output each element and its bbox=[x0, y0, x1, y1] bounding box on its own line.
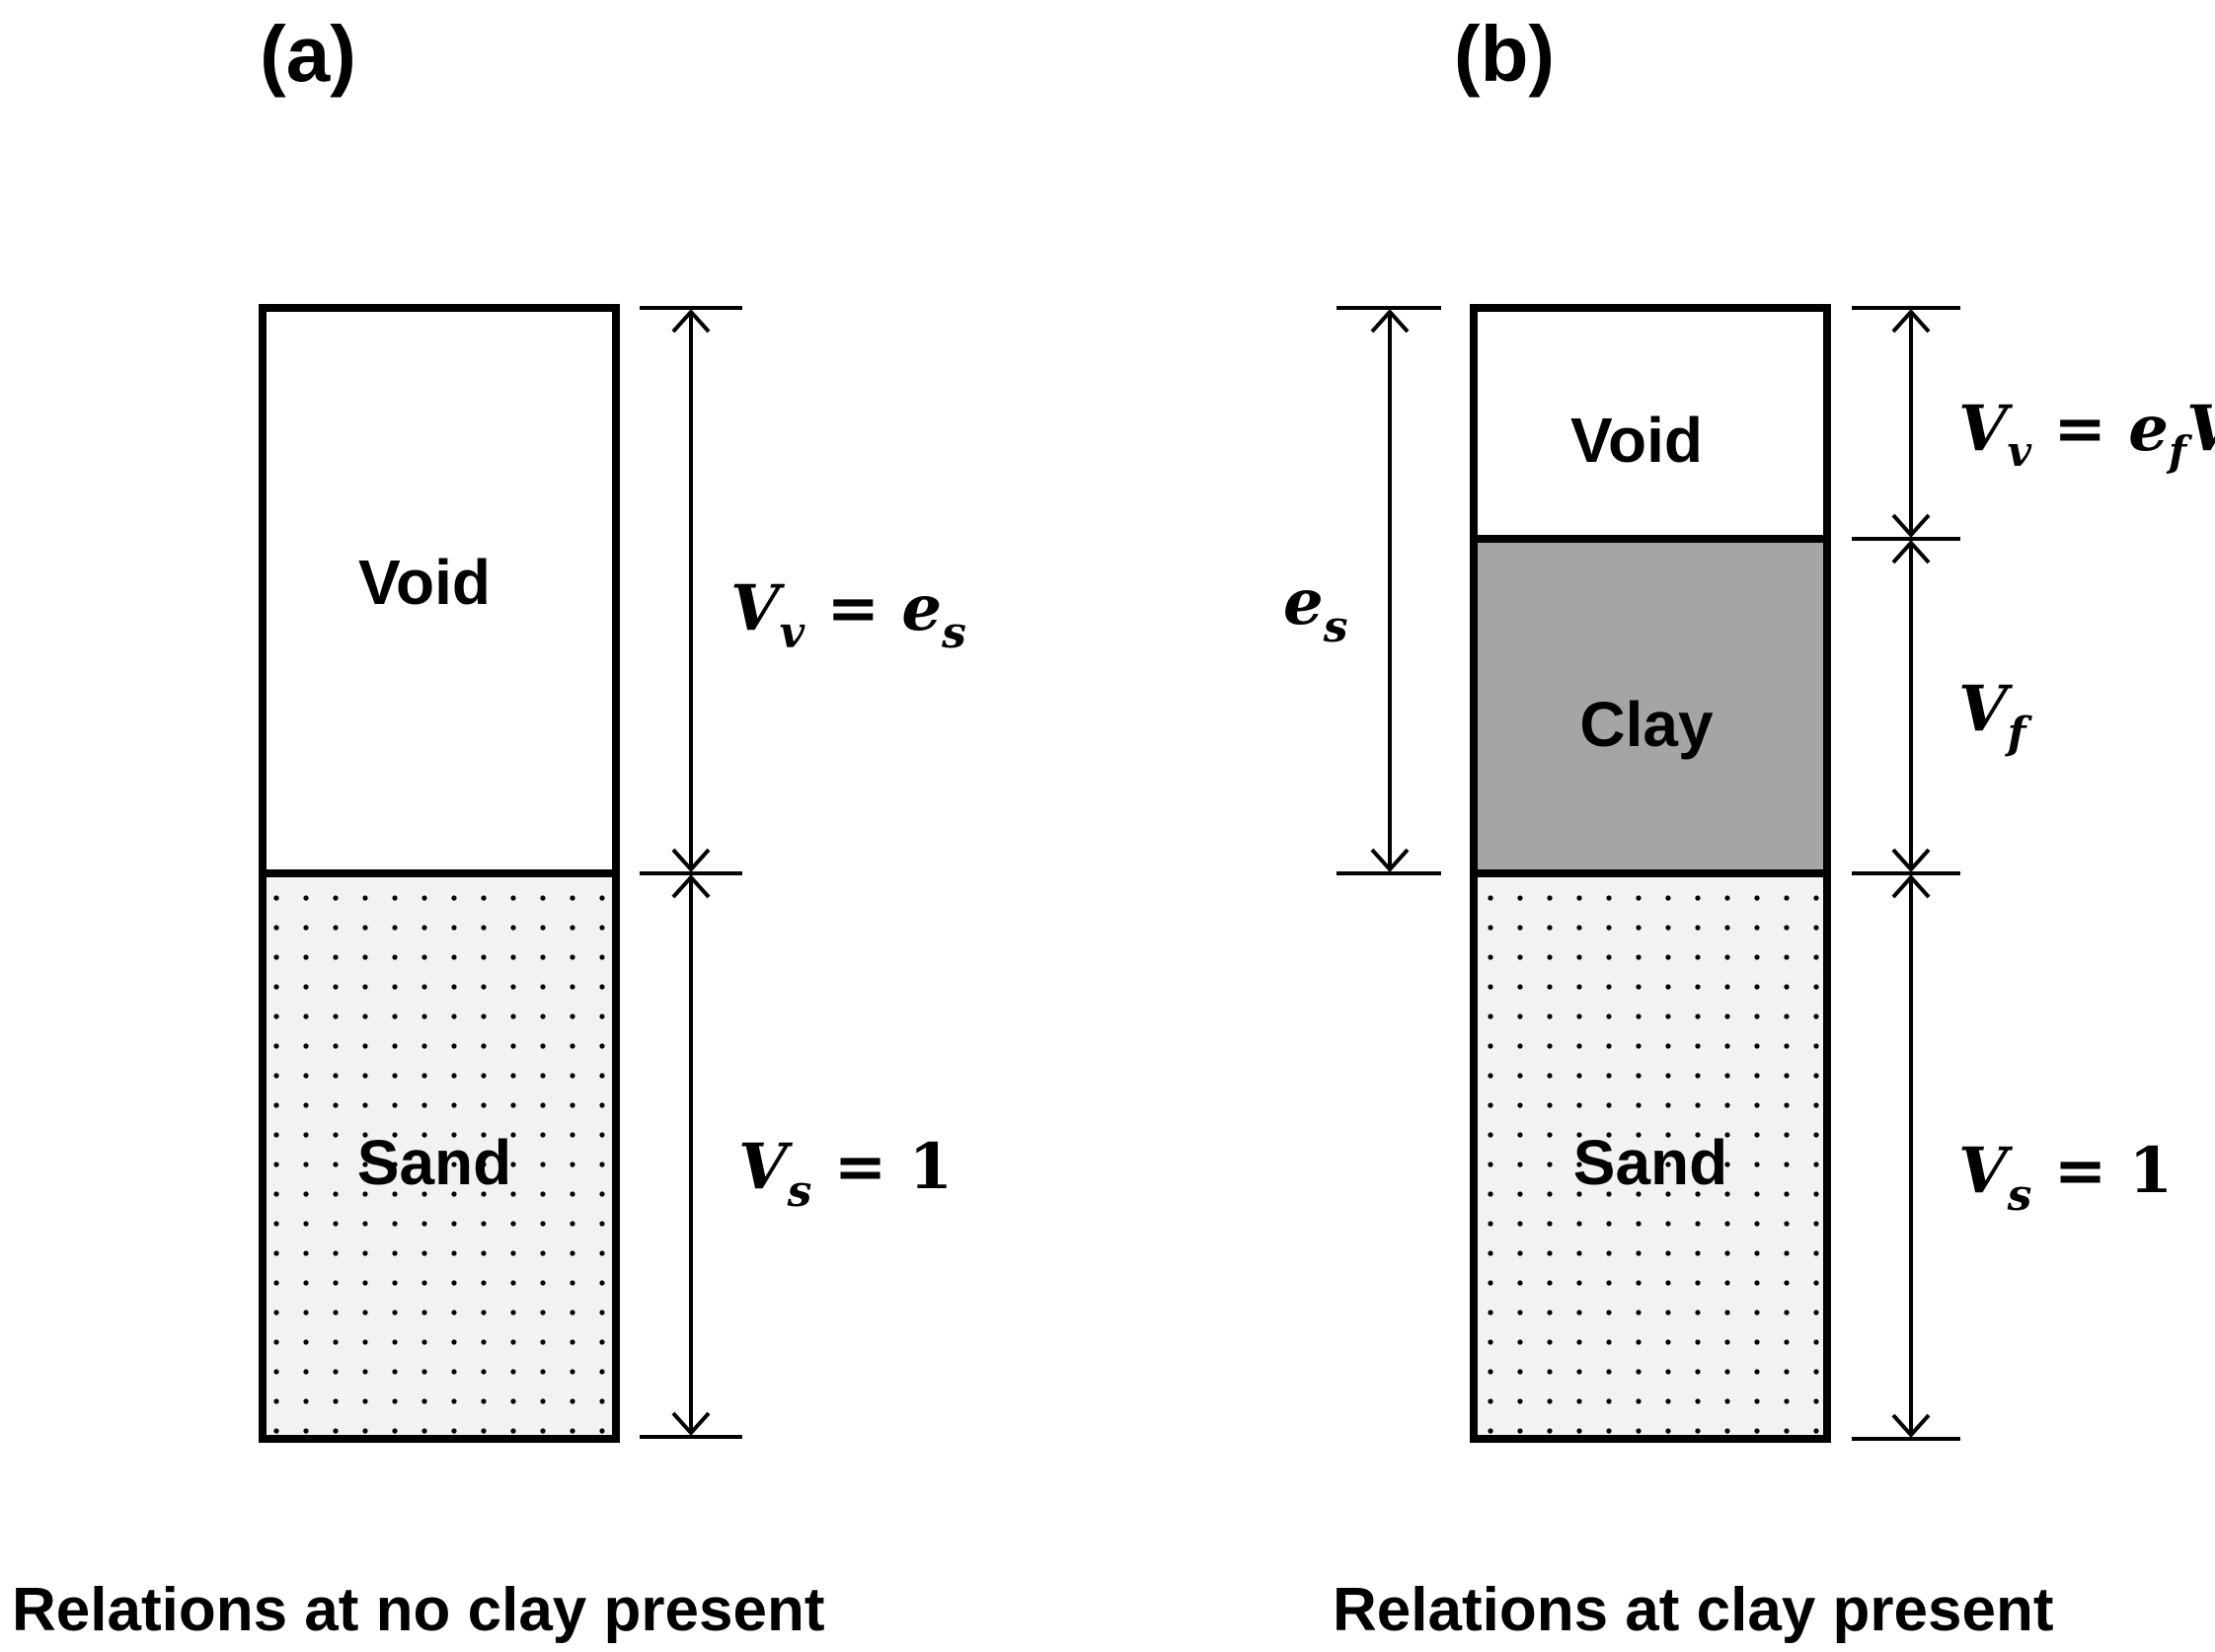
panel-a-sand-label: Sand bbox=[357, 1127, 511, 1198]
panel-b-clay-block bbox=[1470, 535, 1831, 877]
panel-a: (a) Void Sand Vv = es Vs = 1 Relations a… bbox=[12, 10, 966, 1644]
panel-a-label: (a) bbox=[260, 10, 356, 98]
panel-b-void-block bbox=[1470, 304, 1831, 543]
panel-a-sand-block bbox=[259, 869, 620, 1443]
panel-a-solid-equation: Vs = 1 bbox=[738, 1130, 953, 1217]
panel-b-solid-equation: Vs = 1 bbox=[1958, 1134, 2173, 1221]
panel-a-caption: Relations at no clay present bbox=[12, 1576, 824, 1644]
panel-a-void-equation: Vv = es bbox=[730, 571, 966, 658]
panel-b-fines-equation: Vf bbox=[1958, 672, 2033, 759]
panel-b-label: (b) bbox=[1454, 10, 1555, 98]
panel-a-void-block bbox=[259, 304, 620, 877]
panel-b-sand-block bbox=[1470, 869, 1831, 1443]
panel-b-left-equation: es bbox=[1283, 565, 1348, 652]
panel-a-void-label: Void bbox=[358, 547, 491, 618]
panel-b-caption: Relations at clay present bbox=[1333, 1576, 2054, 1644]
panel-b-void-label: Void bbox=[1570, 405, 1703, 476]
panel-b-sand-label: Sand bbox=[1573, 1127, 1727, 1198]
panel-b-clay-label: Clay bbox=[1579, 689, 1714, 760]
